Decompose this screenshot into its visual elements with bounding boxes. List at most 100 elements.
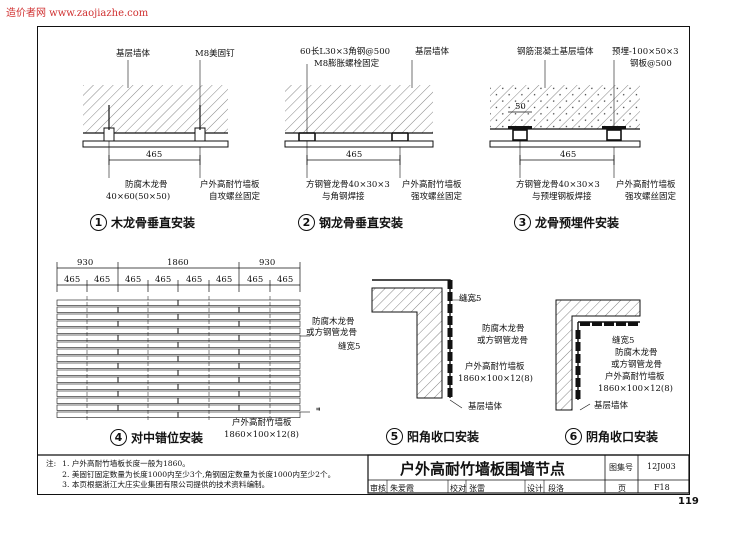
- detail-4-dim-465: 465: [186, 275, 203, 285]
- detail-1-keel-size: 40×60(50×50): [106, 192, 171, 202]
- detail-3-keel-label: 方钢管龙骨40×30×3: [516, 180, 600, 190]
- detail-4-dim-465: 465: [216, 275, 233, 285]
- review-name: 朱爱霞: [390, 484, 414, 493]
- detail-4-panel-size: 1860×100×12(8): [224, 430, 299, 440]
- design-name: 段洛: [548, 484, 564, 493]
- detail-5-panel-label: 户外高耐竹墙板: [465, 362, 525, 372]
- atlas-value: 12J003: [647, 462, 676, 471]
- bamboo-panel: [82, 140, 229, 148]
- detail-3-panel-fix: 强攻螺丝固定: [625, 192, 677, 202]
- detail-number-circle: 3: [514, 214, 531, 231]
- detail-4-dim-465: 465: [247, 275, 264, 285]
- embedded-plate: [508, 126, 532, 129]
- steel-tube-keel: [512, 129, 528, 141]
- bamboo-board-row: [56, 348, 301, 355]
- detail-3-panel-label: 户外高耐竹墙板: [616, 180, 676, 190]
- bamboo-panel: [284, 140, 434, 148]
- detail-2-panel-fix: 强攻螺丝固定: [411, 192, 463, 202]
- detail-1-panel-fix: 自攻螺丝固定: [209, 192, 261, 202]
- svg-text:⇉: ⇉: [316, 405, 320, 413]
- detail-4-drawing: ⇉: [56, 262, 320, 421]
- detail-4-dim-930-right: 930: [259, 258, 276, 268]
- detail-1-panel-label: 户外高耐竹墙板: [200, 180, 260, 190]
- check-name: 张雷: [469, 484, 485, 493]
- detail-1-dim: 465: [146, 150, 163, 160]
- base-wall-hatch: [555, 299, 641, 411]
- bamboo-board-row: [56, 306, 301, 313]
- detail-3-dim: 465: [560, 150, 577, 160]
- bamboo-panel: [489, 140, 641, 148]
- page-label: 页: [618, 484, 626, 493]
- detail-2-caption: 2 钢龙骨垂直安装: [298, 214, 403, 231]
- bamboo-board-row: [56, 390, 301, 397]
- detail-3-title: 龙骨预埋件安装: [535, 216, 620, 230]
- detail-5-caption: 5 阳角收口安装: [386, 428, 479, 445]
- detail-2-keel-weld: 与角钢焊接: [322, 192, 365, 202]
- detail-6-drawing: [555, 299, 641, 411]
- detail-number-circle: 4: [110, 429, 127, 446]
- detail-5-panel-size: 1860×100×12(8): [458, 374, 533, 384]
- base-wall-hatch: [285, 85, 433, 133]
- detail-4-dim-465: 465: [155, 275, 172, 285]
- detail-3-caption: 3 龙骨预埋件安装: [514, 214, 619, 231]
- steel-tube-keel: [298, 132, 316, 142]
- bamboo-board-row: [56, 334, 301, 341]
- detail-6-keel-alt: 或方钢管龙骨: [611, 360, 663, 370]
- detail-1-nail-label: M8美固钉: [195, 49, 235, 59]
- notes-heading: 注:: [46, 459, 57, 468]
- detail-2-dim: 465: [346, 150, 363, 160]
- detail-1-drawing: [82, 60, 229, 178]
- atlas-label: 图集号: [609, 463, 633, 472]
- detail-number-circle: 1: [90, 214, 107, 231]
- detail-1-wall-label: 基层墙体: [116, 49, 151, 59]
- detail-5-keel-label: 防腐木龙骨: [482, 324, 525, 334]
- detail-5-title: 阳角收口安装: [407, 430, 480, 444]
- detail-2-drawing: [284, 60, 434, 178]
- notes-block: 注: 1. 户外高耐竹墙板长度一般为1860。 2. 美固钉固定数量为长度100…: [46, 459, 335, 491]
- detail-2-bolt-label: M8膨胀螺栓固定: [314, 59, 380, 69]
- detail-3-embed-label: 预埋-100×50×3: [612, 47, 679, 57]
- base-wall-hatch: [83, 85, 228, 133]
- detail-3-keel-weld: 与预埋钢板焊接: [532, 192, 592, 202]
- embedded-plate: [602, 126, 626, 129]
- detail-4-keel-alt: 或方钢管龙骨: [306, 328, 358, 338]
- bamboo-board-row: [56, 376, 301, 383]
- detail-2-keel-label: 方钢管龙骨40×30×3: [306, 180, 390, 190]
- detail-4-panel-label: 户外高耐竹墙板: [232, 418, 292, 428]
- detail-4-dim-1860: 1860: [167, 258, 189, 268]
- detail-1-keel-label: 防腐木龙骨: [125, 180, 168, 190]
- steel-tube-keel: [391, 132, 409, 142]
- check-label: 校对: [450, 484, 466, 493]
- note-item: 3. 本页根据浙江大庄实业集团有限公司提供的技术资料编制。: [62, 480, 270, 489]
- detail-4-dim-465: 465: [125, 275, 142, 285]
- bamboo-board-row: [56, 362, 301, 369]
- detail-3-drawing: [489, 60, 641, 178]
- drawing-frame: [37, 26, 690, 495]
- bamboo-board-grid: [56, 296, 301, 421]
- steel-tube-keel: [606, 129, 622, 141]
- detail-6-gap-label: 缝宽5: [612, 336, 635, 346]
- detail-4-dim-465: 465: [94, 275, 111, 285]
- detail-3-embed-spacing: 钢板@500: [630, 59, 672, 69]
- review-label: 审核: [370, 484, 386, 493]
- detail-4-dim-930-left: 930: [77, 258, 94, 268]
- page-number: 119: [678, 496, 699, 507]
- note-item: 1. 户外高耐竹墙板长度一般为1860。: [62, 459, 190, 468]
- detail-5-gap-label: 缝宽5: [459, 294, 482, 304]
- detail-1-caption: 1 木龙骨垂直安装: [90, 214, 195, 231]
- detail-6-caption: 6 阴角收口安装: [565, 428, 658, 445]
- concrete-wall-hatch: [490, 85, 640, 129]
- base-wall-hatch: [371, 287, 443, 399]
- detail-6-panel-size: 1860×100×12(8): [598, 384, 673, 394]
- bamboo-board-row: [56, 404, 301, 411]
- detail-2-wall-label: 基层墙体: [415, 47, 450, 57]
- detail-4-title: 对中错位安装: [131, 431, 204, 445]
- drawing-title: 户外高耐竹墙板围墙节点: [400, 460, 566, 478]
- detail-4-dim-465: 465: [277, 275, 294, 285]
- detail-2-title: 钢龙骨垂直安装: [319, 216, 404, 230]
- detail-5-wall-label: 基层墙体: [468, 402, 503, 412]
- detail-3-dim-50: 50: [515, 102, 526, 112]
- detail-6-wall-label: 基层墙体: [594, 401, 629, 411]
- detail-4-dim-465: 465: [64, 275, 81, 285]
